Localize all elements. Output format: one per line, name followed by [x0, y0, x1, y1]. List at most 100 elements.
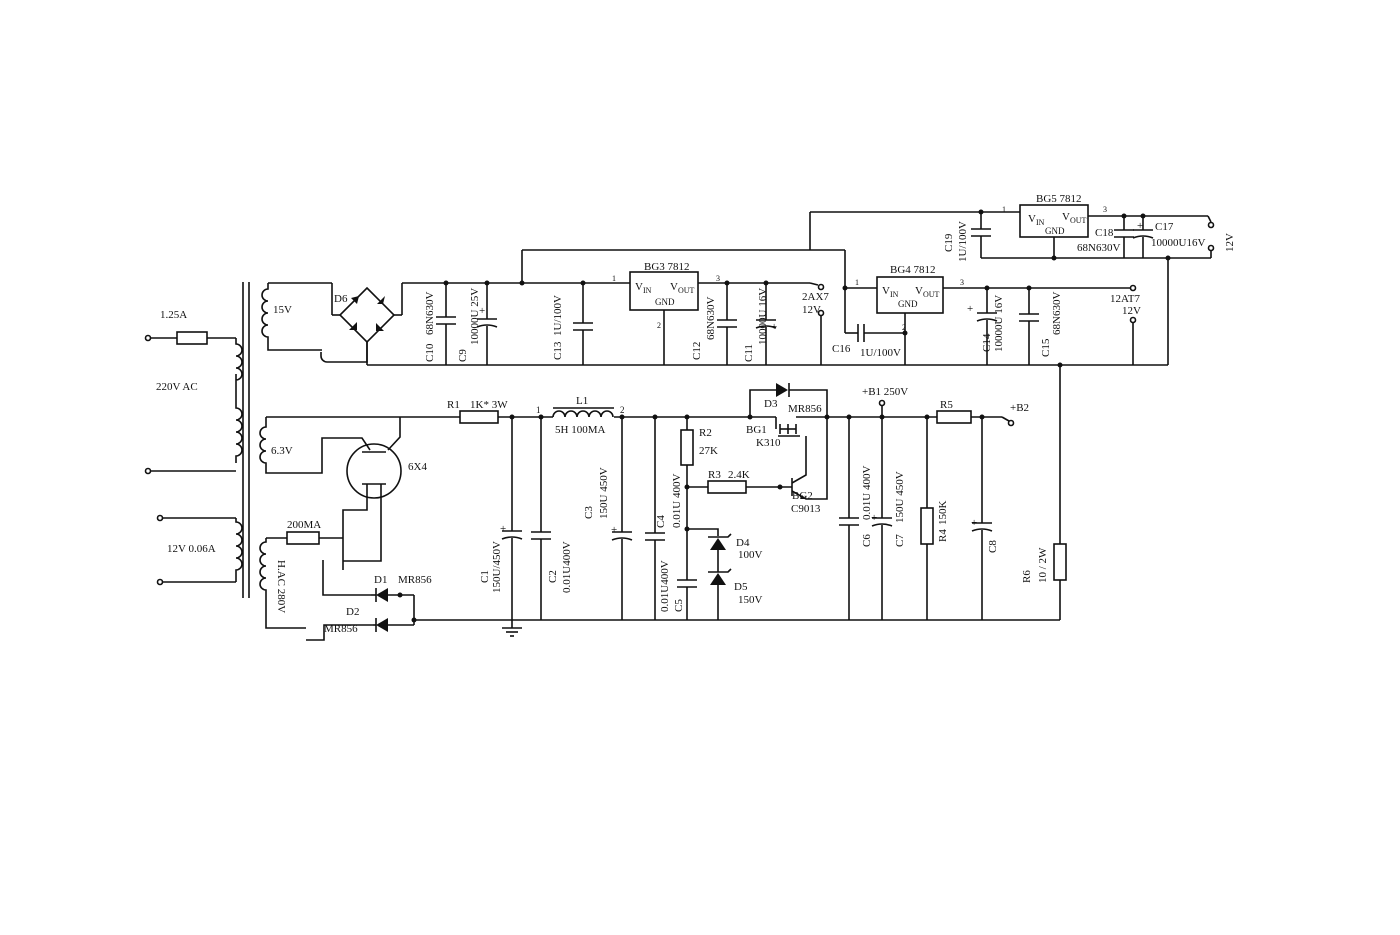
- r3-value: 2.4K: [728, 469, 750, 481]
- c4-value: 0.01U 400V: [671, 474, 683, 528]
- primary-winding: [235, 338, 243, 463]
- svg-text:+: +: [500, 523, 506, 535]
- b1-label: +B1 250V: [862, 386, 908, 398]
- l1-pin1: 1: [536, 405, 541, 415]
- capacitor-c10: C10 68N630V: [424, 283, 456, 365]
- d2-type: MR856: [324, 623, 358, 635]
- c3-label: C3: [583, 506, 595, 519]
- bg3-vout-sub: OUT: [678, 286, 695, 295]
- bg4-vout: V: [915, 285, 923, 297]
- capacitor-c7: + C7 150U 450V: [871, 417, 906, 620]
- bg3-name: BG3 7812: [644, 261, 690, 273]
- c8-label: C8: [987, 540, 999, 553]
- capacitor-c14: + C14 10000U 16V: [967, 288, 1005, 365]
- c16-value: 1U/100V: [860, 347, 901, 359]
- resistor-r6: R6 10 / 2W: [1021, 365, 1067, 620]
- bg4-pin3: 3: [960, 278, 964, 287]
- r3-label: R3: [708, 469, 721, 481]
- c16-label: C16: [832, 343, 851, 355]
- r2-value: 27K: [699, 445, 718, 457]
- diode-d3: D3 MR856: [749, 383, 828, 417]
- capacitor-c6: C6 0.01U 400V: [839, 417, 873, 620]
- d4-value: 100V: [738, 549, 763, 561]
- tube-label: 6X4: [408, 461, 427, 473]
- rectifier-tube-6x4: 6X4: [342, 416, 460, 506]
- c15-value: 68N630V: [1051, 292, 1063, 335]
- transistor-bg2: BG2 C9013: [791, 417, 828, 515]
- l1-pin2: 2: [620, 405, 625, 415]
- svg-text:+: +: [1137, 220, 1143, 232]
- inductor-l1: L1 1 2 5H 100MA: [536, 395, 625, 436]
- secondary-ht: 200MA H.AC 280V D1 MR856 D2 MR856: [259, 506, 1060, 641]
- out2-name: 12AT7: [1110, 293, 1140, 305]
- capacitor-c3: + C3 150U 450V: [583, 417, 633, 620]
- zener-d5: D5 150V: [708, 568, 763, 620]
- bg3-gnd: GND: [655, 297, 675, 307]
- diode-d1: D1 MR856: [371, 574, 432, 602]
- c4-label: C4: [655, 515, 667, 528]
- bg1-value: K310: [756, 437, 781, 449]
- r1-value: 1K* 3W: [470, 399, 508, 411]
- d1-label: D1: [374, 574, 387, 586]
- low-voltage-rail: C10 68N630V + C9 10000U 25V C13 1U/100V …: [366, 193, 1236, 366]
- secondary-heater: 6.3V: [259, 416, 400, 474]
- c19-value: 1U/100V: [957, 221, 969, 262]
- diode-d2: D2 MR856: [324, 606, 414, 635]
- c1-value: 150U/450V: [491, 541, 503, 593]
- d3-label: D3: [764, 398, 778, 410]
- aux-terminal-top: [156, 514, 164, 522]
- c10-label: C10: [424, 343, 436, 362]
- capacitor-c13: C13 1U/100V: [552, 283, 593, 365]
- bg3-vout: V: [670, 281, 678, 293]
- c5-label: C5: [673, 599, 685, 612]
- bg2-value: C9013: [791, 503, 821, 515]
- bg4-gnd: GND: [898, 299, 918, 309]
- c14-label: C14: [981, 333, 993, 352]
- c17-value: 10000U16V: [1151, 237, 1205, 249]
- bg5-vout: V: [1062, 211, 1070, 223]
- capacitor-c1: + C1 150U/450V: [479, 417, 523, 637]
- bg4-name: BG4 7812: [890, 264, 936, 276]
- secondary-15v: 15V D6: [261, 282, 522, 363]
- out2-voltage: 12V: [1122, 305, 1141, 317]
- capacitor-c18: C18 68N630V: [1077, 216, 1134, 258]
- d2-label: D2: [346, 606, 359, 618]
- bg5-vin: V: [1028, 213, 1036, 225]
- bg2-label: BG2: [792, 490, 813, 502]
- c10-value: 68N630V: [424, 292, 436, 335]
- fuse-rating: 1.25A: [160, 309, 187, 321]
- output-2ax7: 2AX7 12V: [802, 282, 829, 365]
- d3-value: MR856: [788, 403, 822, 415]
- capacitor-c9: + C9 10000U 25V: [457, 283, 498, 365]
- c12-value: 68N630V: [705, 297, 717, 340]
- capacitor-c12: C12 68N630V: [691, 283, 737, 365]
- ht-winding-label: H.AC 280V: [275, 560, 287, 613]
- mains-terminal-l: [144, 334, 152, 342]
- sec-heater-label: 6.3V: [271, 445, 293, 457]
- c18-value: 68N630V: [1077, 242, 1120, 254]
- capacitor-c4: C4 0.01U 400V: [645, 417, 683, 620]
- r5-label: R5: [940, 399, 953, 411]
- svg-text:+: +: [967, 303, 973, 315]
- c7-label: C7: [894, 534, 906, 547]
- c11-label: C11: [743, 344, 755, 362]
- bg5-gnd: GND: [1045, 226, 1065, 236]
- c12-label: C12: [691, 342, 703, 360]
- r4-label: R4: [937, 529, 949, 542]
- c19-label: C19: [943, 233, 955, 252]
- l1-value: 5H 100MA: [555, 424, 605, 436]
- mosfet-bg1: BG1 K310: [746, 416, 827, 449]
- bg5-vout-sub: OUT: [1070, 216, 1087, 225]
- c2-value: 0.01U400V: [561, 541, 573, 593]
- r6-label: R6: [1021, 570, 1033, 583]
- aux-winding-label: 12V 0.06A: [167, 543, 216, 555]
- bg4-pin1: 1: [855, 278, 859, 287]
- capacitor-c16: C16 1U/100V: [832, 288, 905, 359]
- output-12v-3: 12V: [1207, 215, 1236, 258]
- c18-label: C18: [1095, 227, 1114, 239]
- resistor-r1: [459, 410, 499, 424]
- l1-label: L1: [576, 395, 588, 407]
